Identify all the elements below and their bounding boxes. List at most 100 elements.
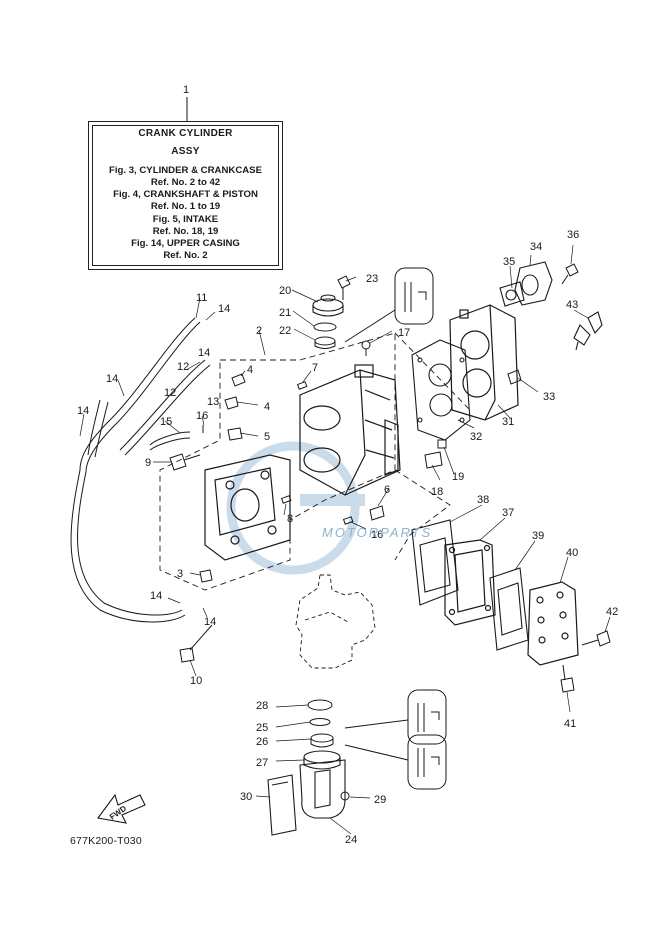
grease-symbol-mid [344, 689, 447, 745]
callout-16: 16 [196, 410, 208, 422]
bolt-10 [179, 624, 213, 663]
callout-14: 14 [150, 590, 162, 602]
reference-box-title-line2: ASSY [171, 146, 200, 158]
bolt-42 [581, 630, 611, 647]
reference-line: Fig. 3, CYLINDER & CRANKCASE [109, 165, 262, 177]
callout-8: 8 [287, 513, 293, 525]
callout-3: 3 [177, 568, 183, 580]
plate-30 [267, 774, 297, 836]
callout-12: 12 [177, 361, 189, 373]
exhaust-outer-cover-40 [527, 581, 579, 666]
callout-6: 6 [384, 484, 390, 496]
callout-9: 9 [145, 457, 151, 469]
thermostat-cover [499, 261, 553, 307]
bolt-3 [199, 569, 213, 583]
exhaust-gasket-39 [489, 567, 529, 651]
callout-28: 28 [256, 700, 268, 712]
callout-14: 14 [218, 303, 230, 315]
callout-42: 42 [606, 606, 618, 618]
pin-7 [296, 381, 308, 390]
crankcase [204, 454, 291, 561]
callout-14: 14 [77, 405, 89, 417]
fwd-label: FWD [108, 804, 128, 822]
reference-box-title: CRANK CYLINDER ASSY [89, 128, 282, 158]
grease-symbol-lower [344, 734, 447, 790]
bolt-41 [560, 664, 575, 693]
callout-7: 7 [312, 362, 318, 374]
callout-19: 19 [452, 471, 464, 483]
callout-26: 26 [256, 736, 268, 748]
callout-12: 12 [164, 387, 176, 399]
hose-bundle [70, 317, 211, 623]
callout-16: 16 [371, 529, 383, 541]
callout-24: 24 [345, 834, 357, 846]
fitting-5 [227, 427, 243, 441]
callout-13: 13 [207, 396, 219, 408]
reference-line: Fig. 4, CRANKSHAFT & PISTON [113, 189, 258, 201]
reference-line: Ref. No. 2 to 42 [150, 177, 221, 189]
o-ring-21 [313, 322, 337, 332]
callout-11: 11 [196, 292, 207, 304]
bolt-9 [169, 453, 201, 471]
spark-plug [573, 311, 603, 351]
pin-8 [280, 495, 292, 504]
callout-1: 1 [183, 84, 189, 96]
seal-housing-27 [303, 750, 341, 770]
callout-35: 35 [503, 256, 515, 268]
callout-34: 34 [530, 241, 542, 253]
bolt-36 [561, 263, 579, 285]
o-ring-25 [309, 718, 331, 726]
exhaust-inner-cover-37 [444, 539, 496, 626]
pin-16b [342, 516, 354, 525]
callout-18: 18 [431, 486, 443, 498]
fwd-arrow [97, 793, 146, 824]
drawing-code: 677K200-T030 [70, 835, 142, 847]
bolt-33 [507, 369, 522, 385]
seal-28 [307, 699, 333, 711]
fitting-4a [231, 373, 246, 387]
callout-43: 43 [566, 299, 578, 311]
bolt-19 [437, 439, 447, 449]
cylinder-block [299, 364, 401, 496]
reference-line: Fig. 14, UPPER CASING [131, 237, 240, 249]
callout-31: 31 [502, 416, 514, 428]
callout-39: 39 [532, 530, 544, 542]
callout-36: 36 [567, 229, 579, 241]
clamp-18 [424, 451, 443, 469]
fitting-4b [224, 396, 239, 410]
callout-30: 30 [240, 791, 252, 803]
plug-17 [361, 340, 371, 356]
callout-15: 15 [160, 416, 172, 428]
watermark-text: MOTORPARTS [322, 525, 433, 540]
callout-4: 4 [264, 401, 270, 413]
callout-29: 29 [374, 794, 386, 806]
callout-27: 27 [256, 757, 268, 769]
callout-10: 10 [190, 675, 202, 687]
exhaust-gasket-38 [411, 519, 459, 606]
reference-line: Ref. No. 1 to 19 [150, 201, 221, 213]
callout-14: 14 [204, 616, 216, 628]
callout-20: 20 [279, 285, 291, 297]
reference-line: Fig. 5, INTAKE [152, 213, 219, 225]
callout-32: 32 [470, 431, 482, 443]
callout-33: 33 [543, 391, 555, 403]
head-gasket [411, 339, 471, 441]
reference-box-inner-frame [92, 125, 279, 266]
oil-seal-26 [310, 733, 334, 748]
callout-5: 5 [264, 431, 270, 443]
leader-lines [79, 244, 611, 835]
callout-40: 40 [566, 547, 578, 559]
callout-21: 21 [279, 307, 291, 319]
reference-line: Ref. No. 2 [163, 249, 208, 261]
fitting-6 [369, 505, 385, 521]
bolt-23 [337, 275, 351, 300]
upper-casing-silhouette [295, 574, 376, 669]
callout-38: 38 [477, 494, 489, 506]
callout-14: 14 [198, 347, 210, 359]
callout-23: 23 [366, 273, 378, 285]
reference-line: Ref. No. 18, 19 [152, 225, 219, 237]
thermostat-22 [314, 336, 336, 349]
callout-41: 41 [564, 718, 576, 730]
